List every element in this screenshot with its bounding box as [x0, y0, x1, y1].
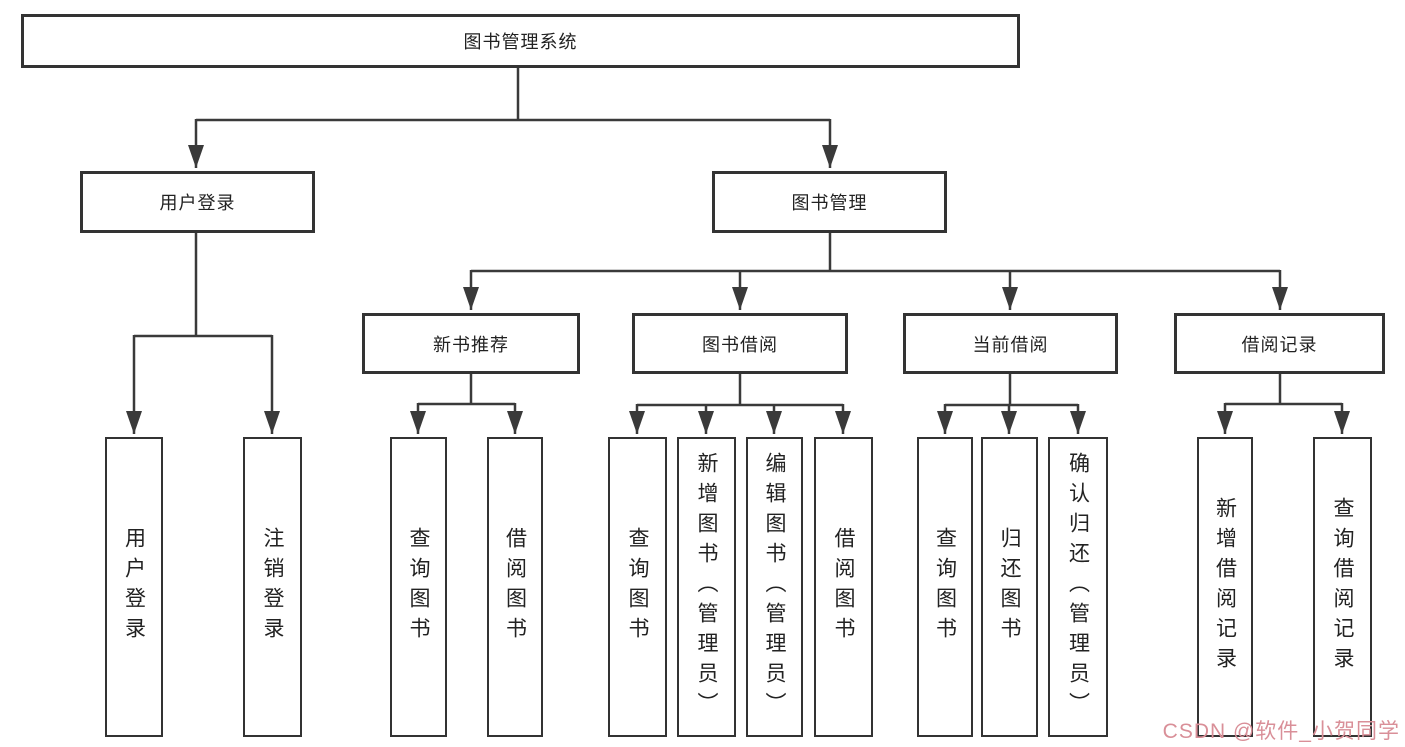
leaf-borrow-book-recommend: 借阅图书 [487, 437, 543, 737]
node-book-borrow-label: 图书借阅 [702, 334, 778, 355]
leaf-query-book-borrow: 查询图书 [608, 437, 667, 737]
node-book-management-label: 图书管理 [791, 193, 868, 213]
leaf-borrow-book-label: 借阅图书 [832, 527, 855, 647]
leaf-query-borrow-record-label: 查询借阅记录 [1331, 497, 1354, 677]
leaf-user-login-label: 用户登录 [122, 527, 146, 647]
node-book-management: 图书管理 [712, 171, 947, 233]
node-user-login-label: 用户登录 [159, 193, 236, 213]
node-borrow-record: 借阅记录 [1174, 313, 1385, 374]
leaf-query-book-recommend-label: 查询图书 [407, 527, 430, 647]
node-new-book-recommend-label: 新书推荐 [433, 334, 509, 355]
node-user-login: 用户登录 [80, 171, 315, 233]
leaf-logout: 注销登录 [243, 437, 302, 737]
leaf-query-book-current-label: 查询图书 [933, 527, 957, 647]
watermark: CSDN @软件_小贺同学 [1162, 720, 1400, 743]
leaf-edit-book-admin-label: 编辑图书（管理员） [763, 452, 786, 722]
leaf-query-book-current: 查询图书 [917, 437, 973, 737]
leaf-logout-label: 注销登录 [261, 527, 284, 647]
node-book-borrow: 图书借阅 [632, 313, 848, 374]
leaf-return-book: 归还图书 [981, 437, 1038, 737]
leaf-add-borrow-record: 新增借阅记录 [1197, 437, 1253, 737]
node-borrow-record-label: 借阅记录 [1241, 334, 1318, 355]
leaf-borrow-book-recommend-label: 借阅图书 [503, 527, 527, 647]
node-root-label: 图书管理系统 [463, 32, 578, 52]
node-current-borrow: 当前借阅 [903, 313, 1118, 374]
leaf-confirm-return-admin-label: 确认归还（管理员） [1066, 452, 1090, 722]
leaf-edit-book-admin: 编辑图书（管理员） [746, 437, 803, 737]
leaf-return-book-label: 归还图书 [998, 527, 1021, 647]
leaf-query-book-borrow-label: 查询图书 [626, 527, 649, 647]
leaf-confirm-return-admin: 确认归还（管理员） [1048, 437, 1108, 737]
leaf-add-book-admin: 新增图书（管理员） [677, 437, 736, 737]
leaf-user-login: 用户登录 [105, 437, 163, 737]
node-root: 图书管理系统 [21, 14, 1020, 68]
node-current-borrow-label: 当前借阅 [972, 334, 1049, 355]
leaf-add-book-admin-label: 新增图书（管理员） [695, 452, 718, 722]
leaf-add-borrow-record-label: 新增借阅记录 [1213, 497, 1237, 677]
node-new-book-recommend: 新书推荐 [362, 313, 580, 374]
leaf-query-book-recommend: 查询图书 [390, 437, 447, 737]
leaf-borrow-book: 借阅图书 [814, 437, 873, 737]
leaf-query-borrow-record: 查询借阅记录 [1313, 437, 1372, 737]
